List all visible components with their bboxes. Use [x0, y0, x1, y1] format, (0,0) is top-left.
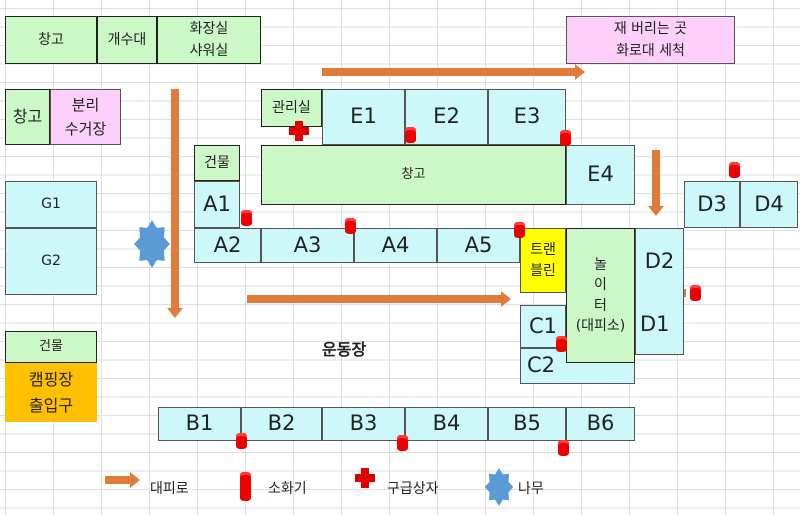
fire-extinguisher-icon	[241, 210, 252, 226]
fire-extinguisher-icon	[514, 222, 525, 238]
legend-firstaid-label: 구급상자	[387, 481, 439, 497]
site-a4: A4	[354, 228, 437, 263]
legend-tree-icon	[484, 468, 514, 506]
campsite-entrance: 캠핑장 출입구	[5, 363, 97, 422]
site-b6: B6	[566, 407, 635, 441]
recycling-area: 분리 수거장	[50, 89, 121, 145]
site-a1: A1	[194, 181, 240, 228]
fire-extinguisher-icon	[558, 440, 569, 456]
building-center: 건물	[194, 145, 240, 181]
site-a3: A3	[261, 228, 354, 263]
site-e1: E1	[322, 89, 405, 145]
site-b1: B1	[158, 407, 241, 441]
fire-extinguisher-icon	[560, 130, 571, 146]
site-e3: E3	[488, 89, 566, 145]
office: 관리실	[261, 89, 322, 127]
site-g2: G2	[5, 228, 97, 295]
site-a5: A5	[437, 228, 520, 263]
site-d2: D2	[635, 228, 684, 355]
fire-extinguisher-icon	[345, 218, 356, 234]
legend-first-aid-icon	[355, 468, 375, 488]
legend-extinguisher-label: 소화기	[268, 481, 307, 497]
site-b3: B3	[322, 407, 405, 441]
fire-extinguisher-icon	[690, 285, 701, 301]
restroom-shower: 화장실 샤워실	[157, 16, 261, 64]
evacuation-route-arrow	[167, 89, 183, 318]
evacuation-route-arrow	[648, 150, 664, 216]
fire-extinguisher-icon	[405, 127, 416, 143]
site-a2: A2	[194, 228, 261, 263]
site-b5: B5	[488, 407, 566, 441]
storage-top: 창고	[5, 16, 97, 64]
site-e2: E2	[405, 89, 488, 145]
site-d1: D1	[640, 312, 670, 336]
site-b2: B2	[241, 407, 322, 441]
site-e4: E4	[566, 145, 635, 205]
storage-center: 창고	[261, 145, 566, 205]
trampoline: 트랜 블린	[520, 228, 566, 293]
ash-disposal: 재 버리는 곳 화로대 세척	[566, 16, 735, 64]
fire-extinguisher-icon	[556, 336, 567, 352]
fire-extinguisher-icon	[729, 162, 740, 178]
first-aid-icon	[289, 121, 309, 141]
site-b4: B4	[405, 407, 488, 441]
sink: 개수대	[97, 16, 157, 64]
fire-extinguisher-icon	[397, 435, 408, 451]
evacuation-route-arrow	[247, 291, 511, 307]
storage-left: 창고	[5, 89, 50, 145]
site-d4: D4	[740, 181, 798, 228]
fire-extinguisher-icon	[236, 433, 247, 449]
legend-extinguisher-icon	[240, 472, 251, 501]
evacuation-route-arrow	[322, 64, 585, 80]
building-left: 건물	[5, 331, 97, 363]
sports-field-label: 운동장	[322, 340, 367, 359]
evacuation-route-arrow	[105, 472, 140, 488]
playground-shelter: 놀 이 터 (대피소)	[566, 228, 635, 363]
site-d3: D3	[684, 181, 740, 228]
legend-route-label: 대피로	[150, 481, 189, 497]
tree-icon	[134, 220, 170, 268]
site-g1: G1	[5, 181, 97, 228]
legend-tree-label: 나무	[518, 481, 544, 497]
